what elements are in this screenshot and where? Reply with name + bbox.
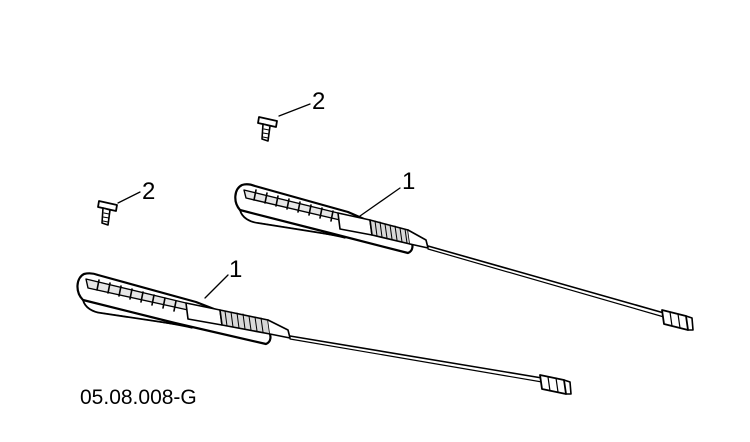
- callout-handle-lower: 1: [229, 256, 242, 283]
- leader-screw-lower: [117, 191, 141, 204]
- throttle-handle-lower: [76, 272, 572, 395]
- grip-ribs-lower: [96, 279, 177, 312]
- screw-upper: [257, 116, 278, 142]
- leader-lines: [117, 103, 401, 299]
- screw-lower: [97, 200, 118, 226]
- connector-upper: [661, 309, 694, 331]
- drawing-reference-code: 05.08.008-G: [80, 386, 197, 409]
- callout-screw-lower: 2: [142, 178, 155, 205]
- connector-lower: [539, 374, 572, 395]
- callout-screw-upper: 2: [312, 88, 325, 115]
- callout-handle-upper: 1: [402, 168, 415, 195]
- knurl-lines-lower: [224, 310, 264, 333]
- throttle-handle-upper: [234, 183, 694, 331]
- grip-ribs-upper: [253, 189, 334, 222]
- leader-handle-lower: [204, 274, 229, 299]
- leader-screw-upper: [278, 103, 311, 117]
- knurl-lines-upper: [374, 220, 408, 244]
- leader-handle-upper: [359, 187, 401, 217]
